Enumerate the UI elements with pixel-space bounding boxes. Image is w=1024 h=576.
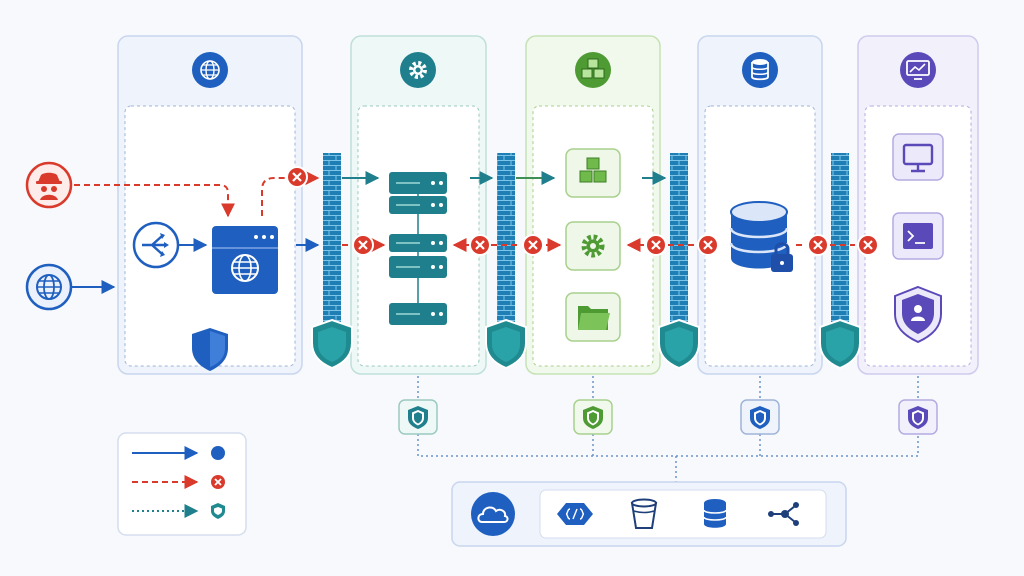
database-icon — [703, 499, 727, 528]
monitor-shield-badge — [573, 399, 613, 435]
cloud-icon — [471, 492, 515, 536]
folder-icon — [565, 292, 621, 342]
app-server-icon — [389, 303, 447, 325]
legend-allowed-flow — [132, 446, 225, 460]
function-icon — [557, 503, 593, 525]
gear-icon — [565, 221, 621, 271]
globe-icon — [192, 52, 228, 88]
firewall — [658, 153, 700, 370]
web-server-icon — [212, 226, 278, 294]
gear-icon — [400, 52, 436, 88]
monitor-shield-badge — [898, 399, 938, 435]
monitor-icon — [892, 133, 944, 181]
blocked-x-icon — [697, 234, 719, 256]
monitor-chart-icon — [900, 52, 936, 88]
allowed-flows — [72, 171, 667, 294]
network-icon — [768, 502, 799, 526]
app-server-icon — [389, 234, 447, 278]
zone-services — [525, 35, 661, 375]
load-balancer-icon — [132, 221, 180, 269]
shield-icon — [192, 328, 228, 371]
database-icon — [742, 52, 778, 88]
microservice-icon — [565, 148, 621, 198]
firewall — [485, 153, 527, 370]
attacker-spy-icon — [25, 161, 73, 209]
internet-user-globe-icon — [25, 263, 73, 311]
encrypted-database-icon — [729, 201, 793, 272]
blocked-x-icon — [522, 234, 544, 256]
legend — [117, 432, 247, 536]
user-shield-icon — [894, 285, 942, 344]
legend-monitoring-flow — [132, 503, 225, 519]
blocked-x-icon — [469, 234, 491, 256]
zone-edge — [117, 35, 303, 375]
blocked-x-icon — [807, 234, 829, 256]
monitor-shield-badge — [398, 399, 438, 435]
zone-data — [697, 35, 823, 375]
bucket-icon — [630, 498, 658, 529]
zone-app — [350, 35, 487, 375]
blocked-x-icon — [286, 166, 308, 188]
legend-blocked-flow — [132, 475, 225, 489]
app-server-icon — [389, 172, 447, 214]
cubes-icon — [575, 52, 611, 88]
firewall — [311, 153, 353, 370]
monitoring-connectors — [417, 376, 919, 482]
blocked-x-icon — [352, 234, 374, 256]
blocked-x-icon — [645, 234, 667, 256]
terminal-icon — [892, 212, 944, 260]
zone-admin — [857, 35, 979, 375]
firewall — [819, 153, 861, 370]
blocked-x-icon — [857, 234, 879, 256]
monitor-shield-badge — [740, 399, 780, 435]
